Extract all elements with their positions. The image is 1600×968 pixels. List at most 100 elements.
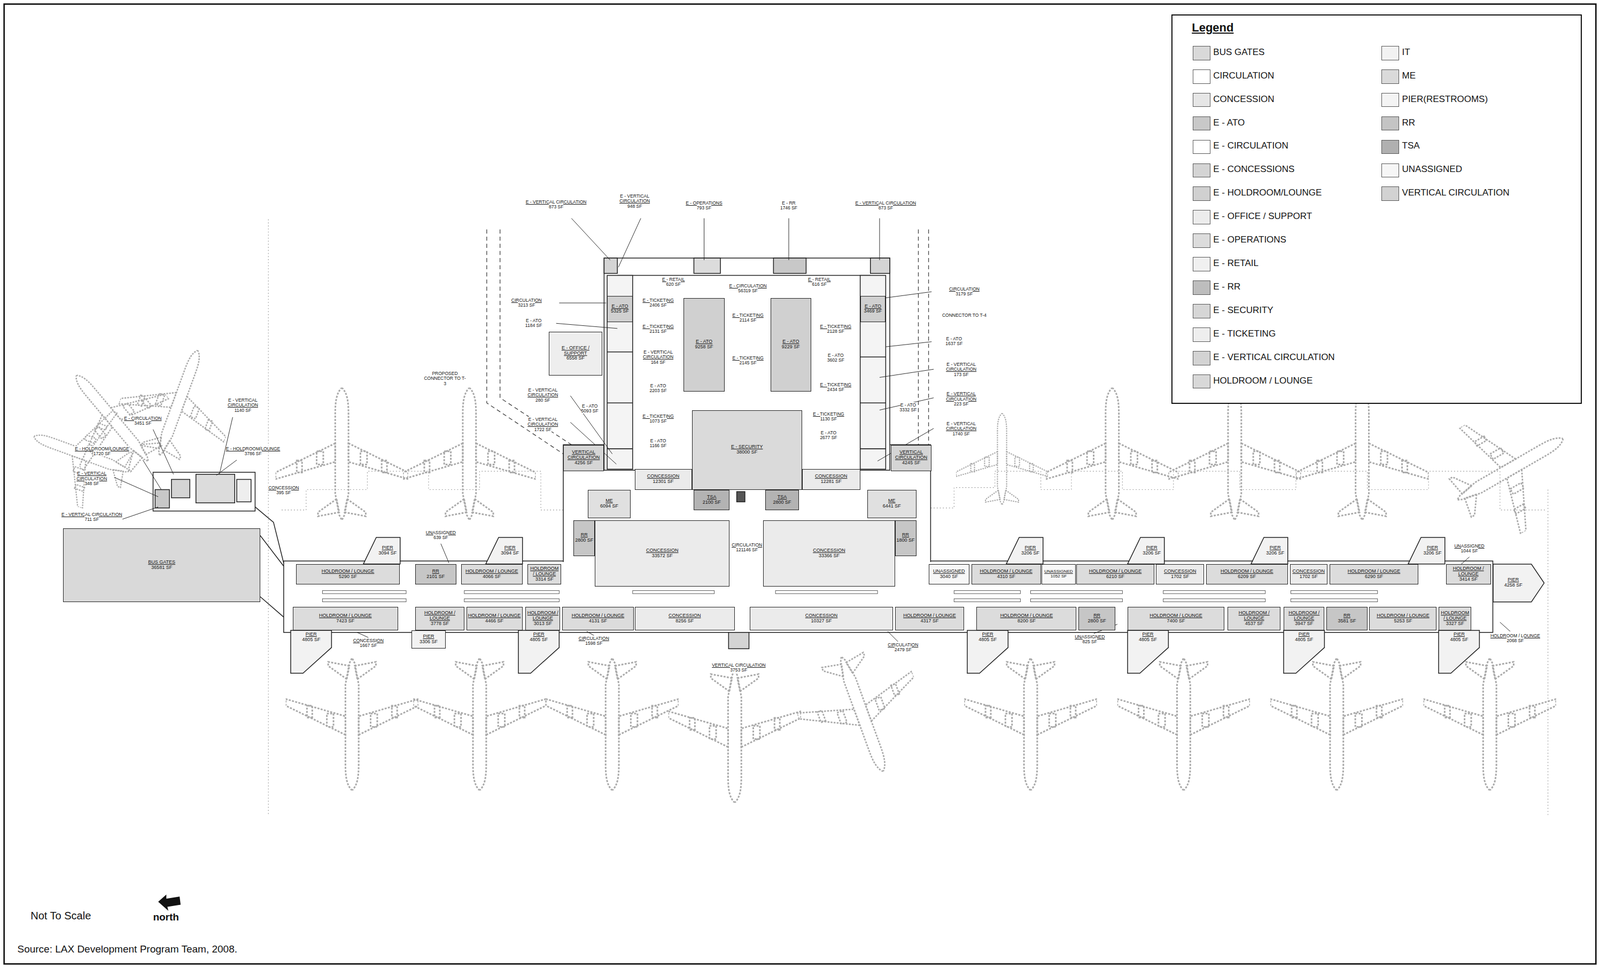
legend-text: E - RR	[1213, 282, 1241, 293]
room-box: PIER3094 SF	[363, 537, 401, 565]
callout-label: 948 SF	[616, 204, 654, 209]
callout-label: E - VERTICAL CIRCULATION	[935, 391, 987, 402]
room-name: PIER	[498, 545, 522, 551]
label-text: 3451 SF	[134, 420, 152, 426]
room-box: CONCESSION33572 SF	[594, 520, 730, 587]
room-text: HOLDROOM / LOUNGE7423 SF	[294, 613, 397, 625]
room-name: TSA	[766, 494, 798, 501]
drawing-part	[154, 490, 170, 509]
room-text: HOLDROOM / LOUNGE8200 SF	[977, 613, 1075, 625]
callout-label: 2145 SF	[727, 360, 768, 366]
room-box: E - ATO5325 SF	[607, 296, 633, 323]
callout-label: 2406 SF	[635, 303, 681, 308]
label-text: 2068 SF	[1506, 638, 1524, 644]
drawing-part	[142, 460, 161, 490]
room-area: 7423 SF	[294, 618, 397, 625]
label-text: 1637 SF	[945, 340, 963, 347]
room-name: CONCESSION	[751, 613, 891, 619]
room-area: 6290 SF	[1331, 574, 1417, 580]
drawing-part	[114, 477, 159, 497]
drawing-part	[603, 258, 618, 274]
room-name: CONCESSION	[1291, 569, 1327, 575]
legend-text: E - TICKETING	[1213, 329, 1276, 340]
drawing-part	[728, 632, 749, 650]
drawing-part	[281, 471, 564, 511]
label-text: E - VERTICAL CIRCULATION	[642, 349, 674, 360]
room-name: RR	[416, 569, 455, 575]
label-text: 1130 SF	[820, 416, 838, 422]
room-name: HOLDROOM / LOUNGE	[294, 613, 397, 619]
room-text: E - SECURITY38000 SF	[693, 444, 801, 456]
pier-shape	[1493, 564, 1544, 603]
room-name: PIER	[413, 634, 445, 640]
room-area: 2101 SF	[416, 574, 455, 580]
room-area: 4466 SF	[468, 618, 522, 625]
room-text: PIER4805 SF	[968, 632, 1007, 643]
room-box: HOLDROOM / LOUNGE4310 SF	[971, 564, 1042, 585]
drawing-part	[928, 229, 929, 446]
room-box: CONCESSION8256 SF	[634, 607, 735, 631]
room-text: E - ATO3469 SF	[861, 304, 885, 315]
room-area: 3040 SF	[930, 574, 968, 580]
drawing-part	[1163, 591, 1266, 595]
drawing-part	[860, 275, 887, 470]
room-name: CONCESSION	[803, 474, 859, 480]
drawing-part	[860, 356, 887, 359]
label-text: 873 SF	[878, 205, 893, 211]
drawing-part	[586, 631, 594, 636]
callout-label: 2677 SF	[805, 435, 851, 441]
pier-shape	[1251, 537, 1288, 565]
callout-label: 3451 SF	[112, 421, 174, 426]
label-text: 1740 SF	[952, 431, 970, 437]
north-arrow	[158, 895, 181, 912]
room-area: 6210 SF	[1077, 574, 1153, 580]
room-box: PIER4805 SF	[290, 630, 332, 674]
drawing-part	[703, 218, 705, 261]
room-box: PIER4805 SF	[1127, 630, 1169, 674]
legend-text: TSA	[1402, 141, 1420, 152]
room-name: PIER	[376, 545, 400, 551]
room-area: 3206 SF	[1263, 550, 1287, 557]
room-box: RR1800 SF	[895, 520, 917, 557]
room-name: RR	[1080, 613, 1114, 619]
drawing-part	[668, 670, 802, 803]
room-name: E - OFFICE / SUPPORT	[550, 345, 601, 357]
room-area: 3013 SF	[526, 621, 559, 627]
label-text: 3602 SF	[827, 357, 845, 363]
legend-text: HOLDROOM / LOUNGE	[1213, 376, 1313, 387]
callout-label: 395 SF	[260, 490, 308, 496]
callout-label: 825 SF	[1064, 639, 1116, 645]
drawing-part	[885, 342, 932, 348]
label-text: E - VERTICAL CIRCULATION	[945, 391, 977, 402]
room-area: 3094 SF	[498, 550, 522, 557]
callout-label: 2479 SF	[877, 647, 929, 653]
room-area: 6558 SF	[550, 356, 601, 362]
moving-walkways	[322, 591, 1378, 603]
label-text: 3332 SF	[899, 407, 917, 413]
legend-swatch	[1192, 116, 1210, 131]
room-box: E - ATO9229 SF	[770, 298, 812, 393]
label-text: E - VERTICAL CIRCULATION	[76, 470, 107, 481]
label-text: 2114 SF	[739, 317, 757, 323]
room-area: 4317 SF	[896, 618, 963, 625]
room-text: HOLDROOM / LOUNGE4317 SF	[896, 613, 963, 625]
room-name: HOLDROOM / LOUNGE	[896, 613, 963, 619]
pier-shape	[967, 630, 1008, 674]
room-box: TSA2100 SF	[693, 490, 730, 511]
callout-label: 2434 SF	[813, 387, 859, 393]
room-text: PIER4805 SF	[1128, 632, 1168, 643]
drawing-part	[607, 448, 633, 450]
drawing-part	[464, 599, 560, 603]
room-box: PIER4805 SF	[1283, 630, 1325, 674]
drawing-part	[788, 218, 789, 261]
label-text: 873 SF	[548, 204, 564, 210]
room-name: CONCESSION	[764, 548, 893, 554]
room-box: ME6441 SF	[867, 490, 917, 519]
drawing-part	[775, 591, 878, 595]
room-name: PIER	[1140, 545, 1164, 551]
room-name: PIER	[291, 632, 331, 638]
room-area: 1702 SF	[1157, 574, 1203, 580]
callout-label: PROPOSED CONNECTOR TO T-3	[423, 371, 466, 387]
legend-swatch	[1192, 140, 1210, 155]
room-text: TSA2800 SF	[766, 494, 798, 506]
